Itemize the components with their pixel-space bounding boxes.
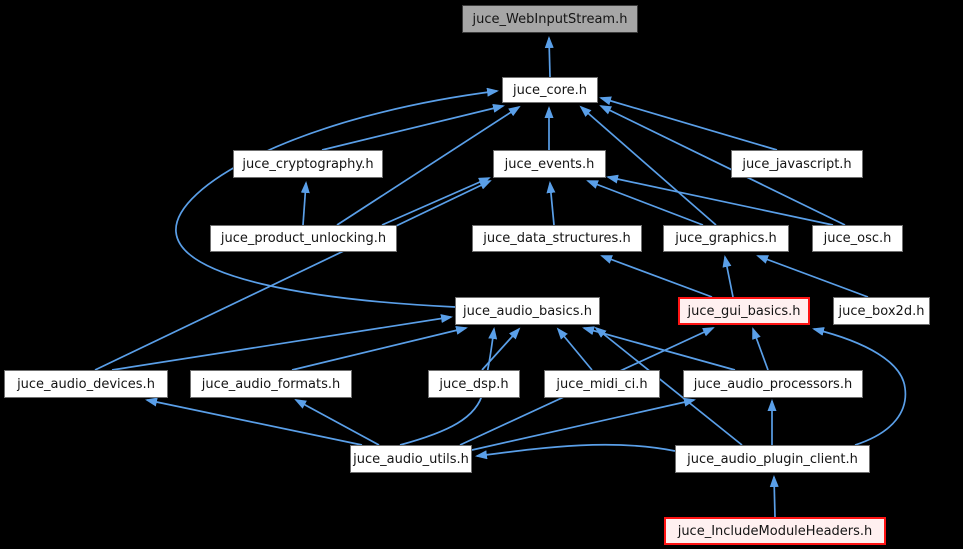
- edge-osc-to-core: [599, 105, 846, 226]
- edge-plugin-client-to-gui-basics: [812, 327, 907, 446]
- edge-javascript-to-core: [599, 96, 778, 151]
- edge-audio-utils-to-audio-formats: [294, 399, 380, 446]
- node-audio-utils[interactable]: juce_audio_utils.h: [350, 445, 472, 473]
- edge-dsp-to-audio-basics: [481, 327, 521, 371]
- node-osc[interactable]: juce_osc.h: [812, 225, 903, 252]
- node-graphics[interactable]: juce_graphics.h: [663, 225, 789, 252]
- node-dsp[interactable]: juce_dsp.h: [428, 370, 520, 398]
- node-cryptography[interactable]: juce_cryptography.h: [233, 150, 383, 178]
- edge-audio-utils-to-audio-devices: [145, 397, 363, 446]
- node-audio-formats[interactable]: juce_audio_formats.h: [190, 370, 352, 398]
- edge-product-unlocking-to-cryptography: [300, 181, 310, 226]
- node-audio-processors[interactable]: juce_audio_processors.h: [683, 370, 863, 398]
- edge-product-unlocking-to-core: [336, 105, 521, 226]
- edge-cryptography-to-core: [321, 103, 505, 151]
- node-javascript[interactable]: juce_javascript.h: [731, 150, 863, 178]
- edge-box2d-to-graphics: [756, 255, 869, 298]
- edge-graphics-to-events: [586, 180, 704, 226]
- node-plugin-client[interactable]: juce_audio_plugin_client.h: [675, 445, 870, 473]
- node-gui-basics[interactable]: juce_gui_basics.h: [678, 297, 810, 325]
- edge-audio-processors-to-audio-basics: [582, 326, 736, 371]
- edge-osc-to-events: [606, 174, 834, 226]
- edge-audio-basics-to-core: [175, 87, 499, 308]
- node-core[interactable]: juce_core.h: [502, 77, 598, 103]
- edge-gui-basics-to-data-structures: [600, 255, 713, 298]
- node-box2d[interactable]: juce_box2d.h: [833, 297, 930, 325]
- edge-product-unlocking-to-events: [381, 177, 491, 226]
- edge-audio-utils-to-audio-processors: [471, 397, 696, 451]
- node-audio-basics[interactable]: juce_audio_basics.h: [455, 297, 600, 325]
- edge-midi-ci-to-audio-basics: [556, 327, 593, 371]
- edge-audio-formats-to-audio-basics: [291, 325, 468, 371]
- edge-audio-processors-to-gui-basics: [752, 327, 769, 371]
- edge-include-headers-to-plugin-client: [769, 475, 779, 518]
- edge-plugin-client-to-audio-utils: [475, 443, 676, 460]
- node-midi-ci[interactable]: juce_midi_ci.h: [544, 370, 660, 398]
- node-data-structures[interactable]: juce_data_structures.h: [472, 225, 642, 252]
- edge-audio-devices-to-audio-basics: [111, 314, 453, 371]
- node-include-headers[interactable]: juce_IncludeModuleHeaders.h: [664, 517, 886, 545]
- edge-core-to-web: [544, 36, 554, 78]
- node-web[interactable]: juce_WebInputStream.h: [462, 5, 638, 33]
- edge-graphics-to-core: [579, 105, 717, 226]
- edge-audio-devices-to-events: [94, 180, 492, 371]
- edge-plugin-client-to-audio-basics: [594, 326, 743, 446]
- edge-data-structures-to-events: [546, 181, 556, 226]
- edge-gui-basics-to-graphics: [722, 255, 734, 298]
- node-product-unlocking[interactable]: juce_product_unlocking.h: [210, 225, 397, 252]
- node-events[interactable]: juce_events.h: [493, 150, 606, 178]
- node-audio-devices[interactable]: juce_audio_devices.h: [4, 370, 168, 398]
